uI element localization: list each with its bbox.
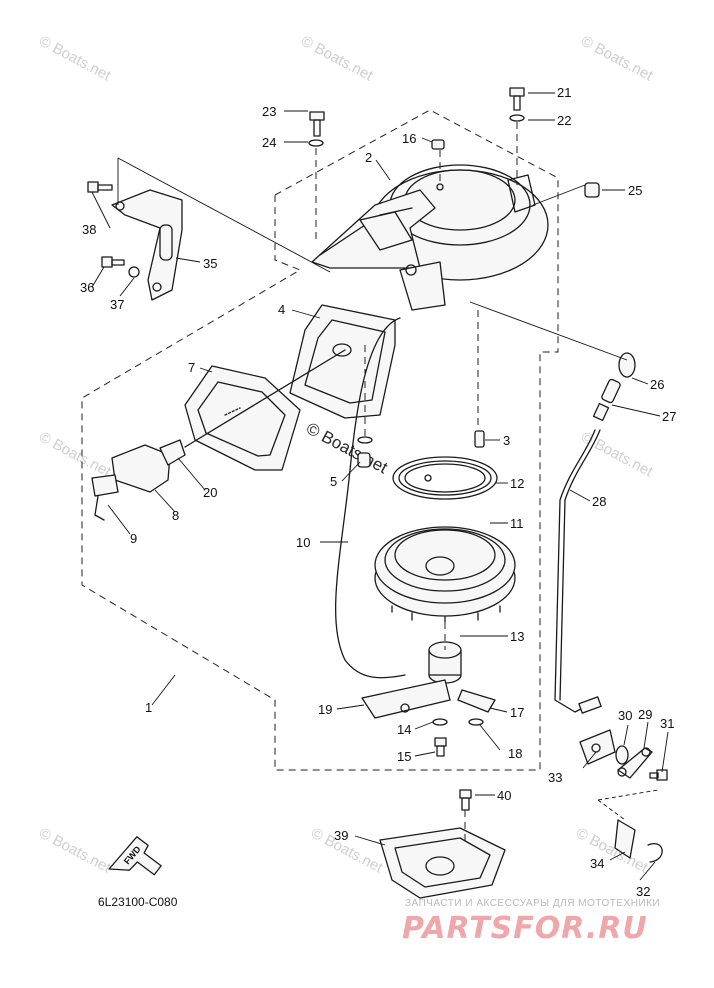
bolt-40 <box>459 789 472 811</box>
collar-25 <box>584 182 600 198</box>
watermark-text: © Boats.net <box>578 33 656 85</box>
callout-19: 19 <box>318 702 332 717</box>
bolt-21 <box>509 87 525 122</box>
bolt-36 <box>101 256 140 278</box>
callout-40: 40 <box>497 788 511 803</box>
callout-4: 4 <box>278 302 285 317</box>
callout-35: 35 <box>203 256 217 271</box>
link-29 <box>617 747 653 779</box>
callout-25: 25 <box>628 183 642 198</box>
callout-28: 28 <box>592 494 606 509</box>
starter-case <box>311 164 549 311</box>
collar-30 <box>615 745 629 765</box>
callout-36: 36 <box>80 280 94 295</box>
diagram-code: 6L23100-C080 <box>98 895 178 909</box>
spiral-spring <box>392 456 498 500</box>
nut-16 <box>431 139 445 150</box>
brand-logo: PARTSFOR.RU <box>402 911 648 946</box>
bolt-38 <box>87 181 113 193</box>
callout-38: 38 <box>82 222 96 237</box>
pawl-17 <box>457 689 496 713</box>
bolt-31 <box>649 769 668 781</box>
callout-34: 34 <box>590 856 604 871</box>
callout-29: 29 <box>638 707 652 722</box>
plate-39 <box>379 827 506 899</box>
watermark-text: © Boats.net <box>578 429 656 481</box>
rope-holder <box>111 439 186 493</box>
callout-1: 1 <box>145 700 152 715</box>
brand-subtitle: ЗАПЧАСТИ И АКСЕССУАРЫ ДЛЯ МОТОТЕХНИКИ <box>405 898 660 909</box>
leader-lines <box>91 92 669 881</box>
bracket-35 <box>111 189 183 301</box>
callout-13: 13 <box>510 629 524 644</box>
callout-37: 37 <box>110 297 124 312</box>
bracket-33 <box>579 729 616 765</box>
callout-22: 22 <box>557 113 571 128</box>
callout-30: 30 <box>618 708 632 723</box>
watermark-text: © Boats.net <box>298 33 376 85</box>
bolt-23 <box>308 111 325 147</box>
pin-3 <box>474 430 485 448</box>
callout-10: 10 <box>296 535 310 550</box>
callout-18: 18 <box>508 746 522 761</box>
bolt-5 <box>357 436 373 468</box>
callout-20: 20 <box>203 485 217 500</box>
forward-indicator: FWD <box>108 836 162 876</box>
callout-33: 33 <box>548 770 562 785</box>
callout-2: 2 <box>365 150 372 165</box>
watermark-text: © Boats.net <box>573 825 651 877</box>
callout-24: 24 <box>262 135 276 150</box>
watermark-text: © Boats.net <box>36 429 114 481</box>
callout-27: 27 <box>662 409 676 424</box>
callout-16: 16 <box>402 131 416 146</box>
callout-14: 14 <box>397 722 411 737</box>
start-cable <box>554 352 636 714</box>
callout-26: 26 <box>650 377 664 392</box>
brand-watermark: ЗАПЧАСТИ И АКСЕССУАРЫ ДЛЯ МОТОТЕХНИКИ PA… <box>402 898 660 946</box>
callout-9: 9 <box>130 531 137 546</box>
handle-guide <box>289 304 396 419</box>
callout-12: 12 <box>510 476 524 491</box>
starter-handle <box>184 365 301 471</box>
callout-labels: 23 24 16 2 21 22 25 38 35 36 37 4 7 26 2… <box>80 85 676 899</box>
callout-32: 32 <box>636 884 650 899</box>
callout-31: 31 <box>660 716 674 731</box>
callout-7: 7 <box>188 360 195 375</box>
drive-plate <box>361 679 451 719</box>
sheave-drum <box>374 526 516 623</box>
washer-14 <box>432 718 448 726</box>
callout-5: 5 <box>330 474 337 489</box>
clip-9 <box>91 474 119 521</box>
watermark-text: © Boats.net <box>36 825 114 877</box>
callout-8: 8 <box>172 508 179 523</box>
clip-32 <box>647 842 663 863</box>
watermark-center: © Boats.net <box>303 419 391 478</box>
clip-18 <box>468 718 484 726</box>
callout-17: 17 <box>510 705 524 720</box>
callout-3: 3 <box>503 433 510 448</box>
callout-15: 15 <box>397 749 411 764</box>
starter-rope <box>334 317 406 679</box>
watermark-text: © Boats.net <box>36 33 114 85</box>
bolt-15 <box>434 737 447 757</box>
callout-39: 39 <box>334 828 348 843</box>
callout-21: 21 <box>557 85 571 100</box>
callout-23: 23 <box>262 104 276 119</box>
callout-11: 11 <box>510 516 524 531</box>
clip-34 <box>614 819 636 859</box>
